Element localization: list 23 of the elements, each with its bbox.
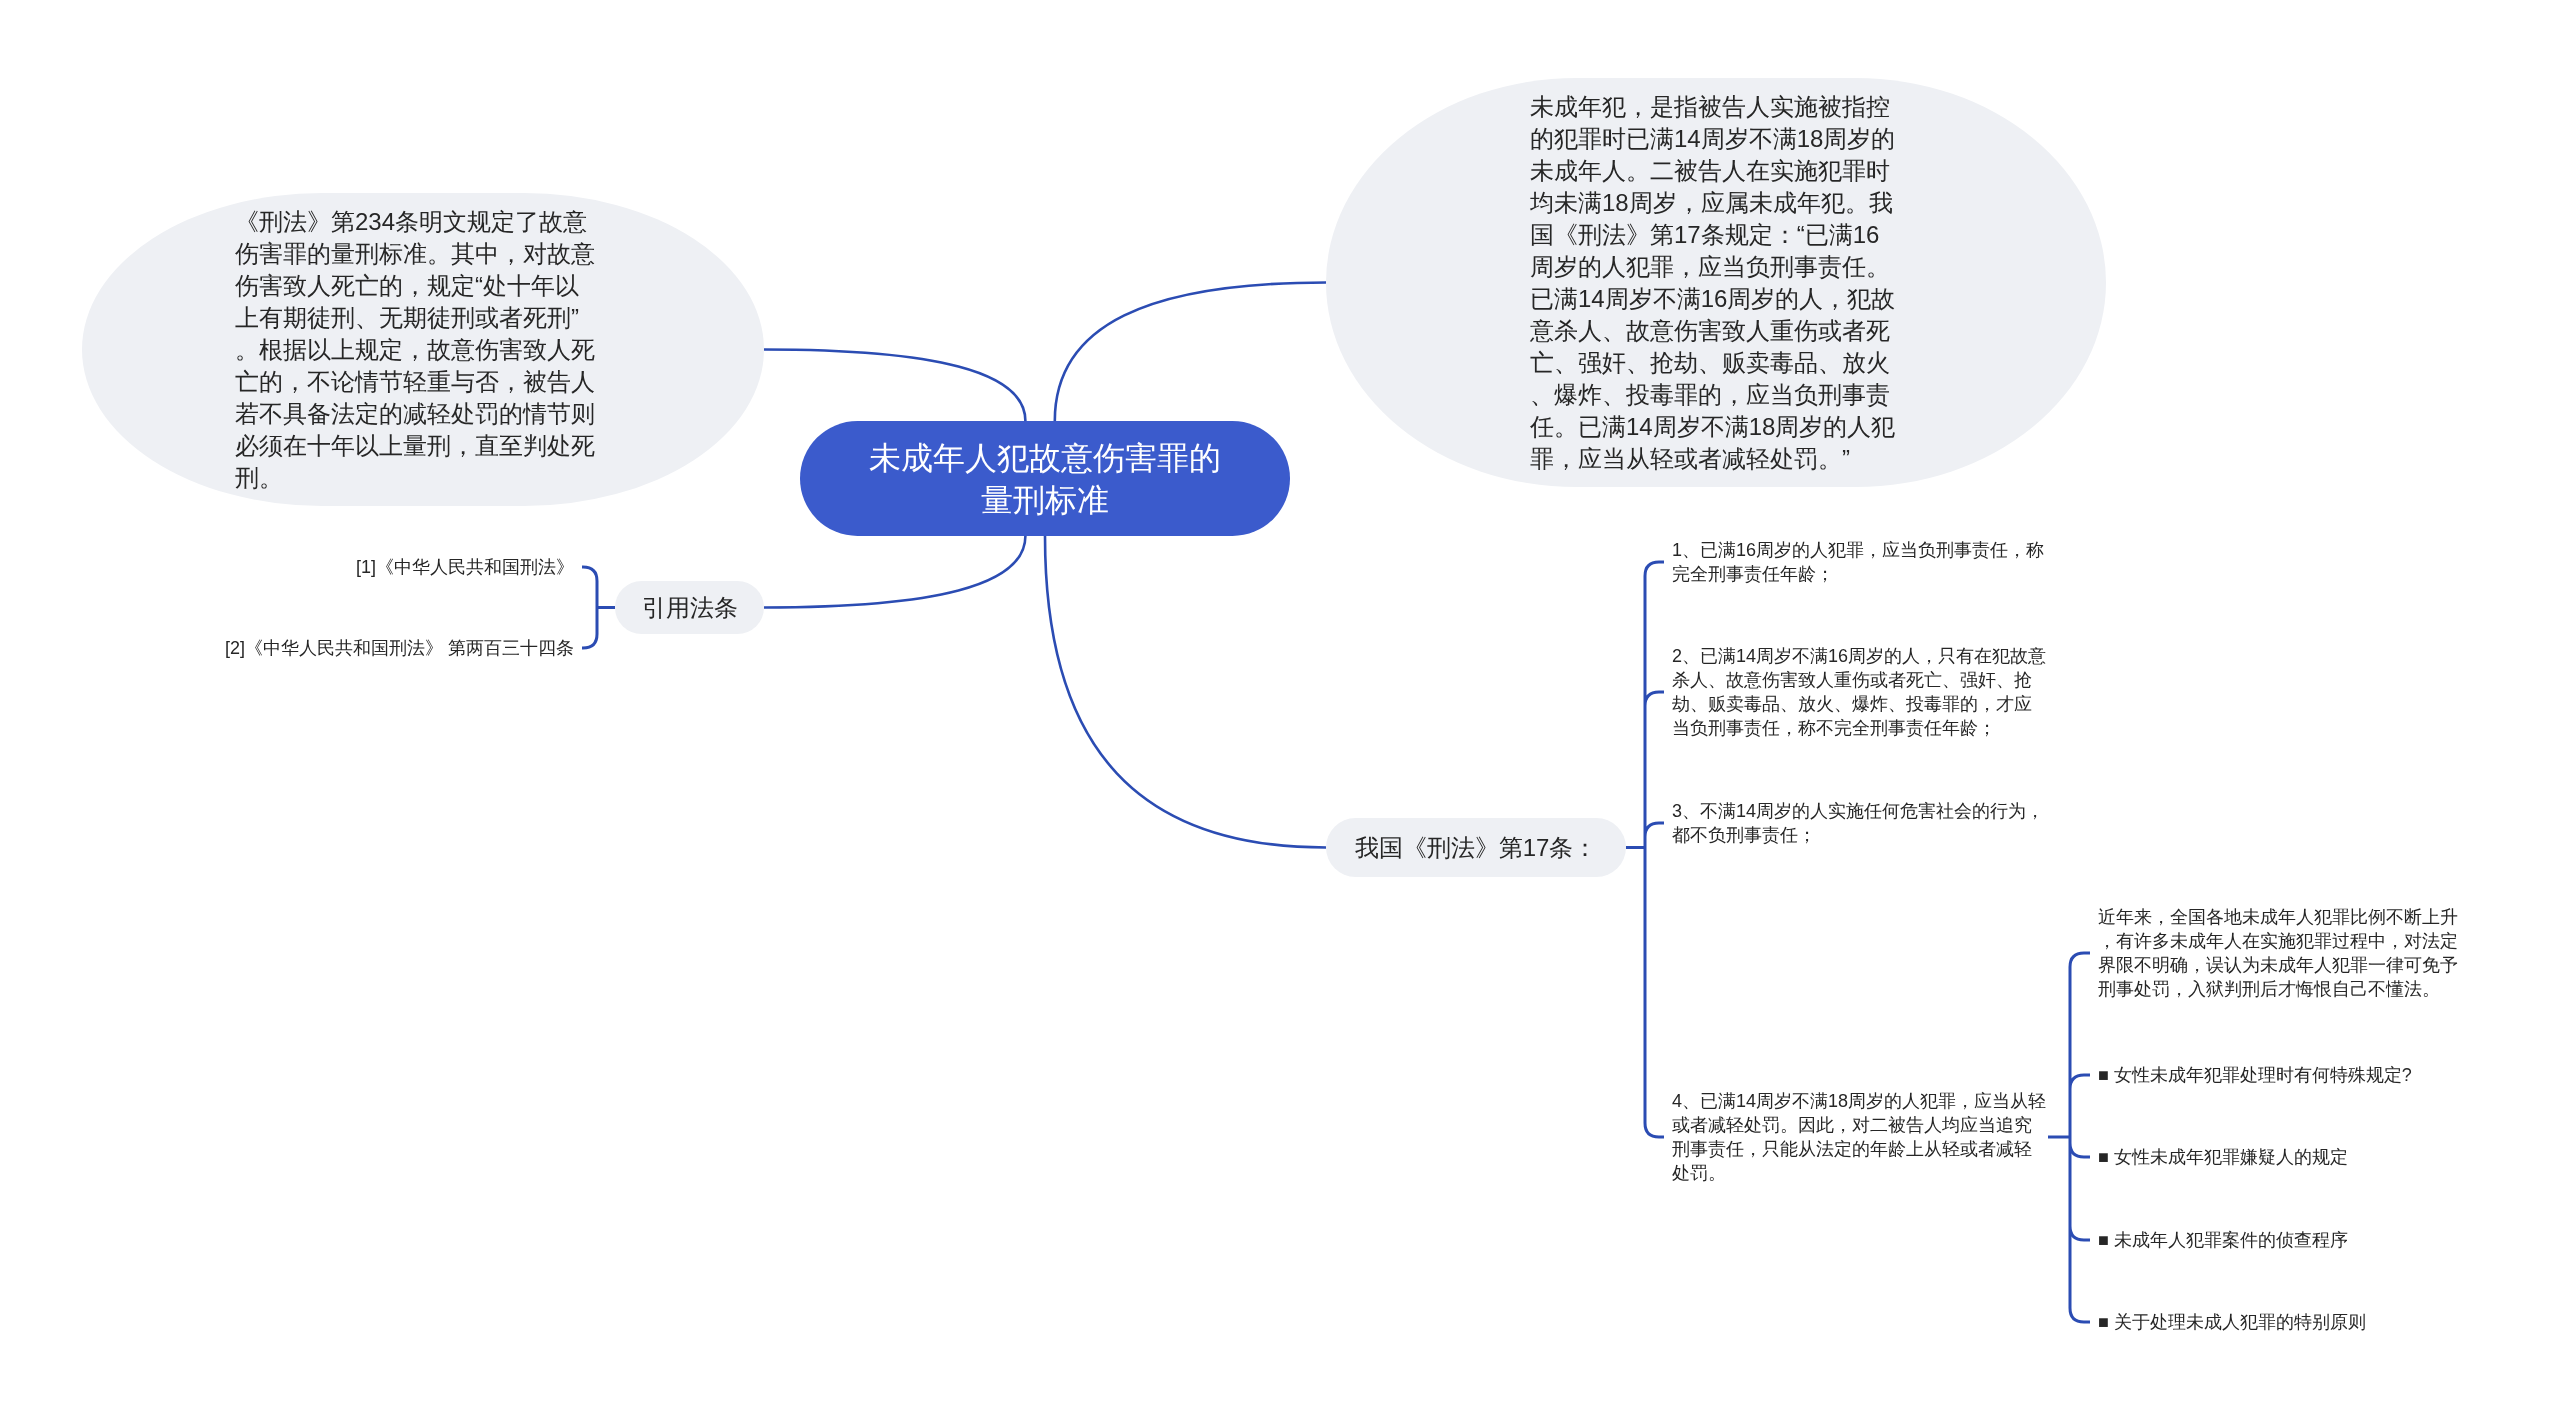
citation-text: [2]《中华人民共和国刑法》 第两百三十四条 xyxy=(225,636,582,660)
connector-line xyxy=(2046,951,2092,1324)
connector-line xyxy=(764,535,1027,609)
list-item: 4、已满14周岁不满18周岁的人犯罪，应当从轻或者减轻处罚。因此，对二被告人均应当追究刑事责任，只能从法定的年龄上从轻或者减轻处罚。 xyxy=(1664,1089,2048,1185)
connector-line xyxy=(1043,535,1327,849)
list-item: ■ 女性未成年犯罪处理时有何特殊规定? xyxy=(2090,1063,2474,1087)
list-item: ■ 女性未成年犯罪嫌疑人的规定 xyxy=(2090,1145,2474,1169)
connector-line xyxy=(1624,560,1666,1139)
connector-line xyxy=(764,348,1027,422)
topic-pill: 我国《刑法》第17条： xyxy=(1326,818,1626,877)
citation-text: [1]《中华人民共和国刑法》 xyxy=(356,555,582,579)
list-item: ■ 关于处理未成人犯罪的特别原则 xyxy=(2090,1310,2474,1334)
topic-pill: 引用法条 xyxy=(615,581,764,634)
list-item: ■ 未成年人犯罪案件的侦查程序 xyxy=(2090,1228,2474,1252)
text-bubble: 《刑法》第234条明文规定了故意伤害罪的量刑标准。其中，对故意伤害致人死亡的，规定“处十年以上有期徒刑、无期徒刑或者死刑”。根据以上规定，故意伤害致人死亡的，不论情节轻重与否，被告人若不具备法定的减轻处罚的情节则必须在十年以上量刑，直至判处死刑。 xyxy=(82,193,764,506)
list-item: 2、已满14周岁不满16周岁的人，只有在犯故意杀人、故意伤害致人重伤或者死亡、强奸、抢劫、贩卖毒品、放火、爆炸、投毒罪的，才应当负刑事责任，称不完全刑事责任年龄； xyxy=(1664,644,2048,740)
connector-line xyxy=(1053,281,1327,422)
list-item: 3、不满14周岁的人实施任何危害社会的行为，都不负刑事责任； xyxy=(1664,799,2048,847)
connector-line xyxy=(580,565,617,650)
central-topic: 未成年人犯故意伤害罪的量刑标准 xyxy=(800,421,1290,536)
text-bubble: 未成年犯，是指被告人实施被指控的犯罪时已满14周岁不满18周岁的未成年人。二被告人在实施犯罪时均未满18周岁，应属未成年犯。我国《刑法》第17条规定：“已满16周岁的人犯罪，应当负刑事责任。已满14周岁不满16周岁的人，犯故意杀人、故意伤害致人重伤或者死亡、强奸、抢劫、贩卖毒品、放火、爆炸、投毒罪的，应当负刑事责任。已满14周岁不满18周岁的人犯罪，应当从轻或者减轻处罚。” xyxy=(1326,78,2106,487)
list-item: 近年来，全国各地未成年人犯罪比例不断上升，有许多未成年人在实施犯罪过程中，对法定界限不明确，误认为未成年人犯罪一律可免予刑事处罚，入狱判刑后才悔恨自己不懂法。 xyxy=(2090,905,2474,1001)
list-item: 1、已满16周岁的人犯罪，应当负刑事责任，称完全刑事责任年龄； xyxy=(1664,538,2048,586)
